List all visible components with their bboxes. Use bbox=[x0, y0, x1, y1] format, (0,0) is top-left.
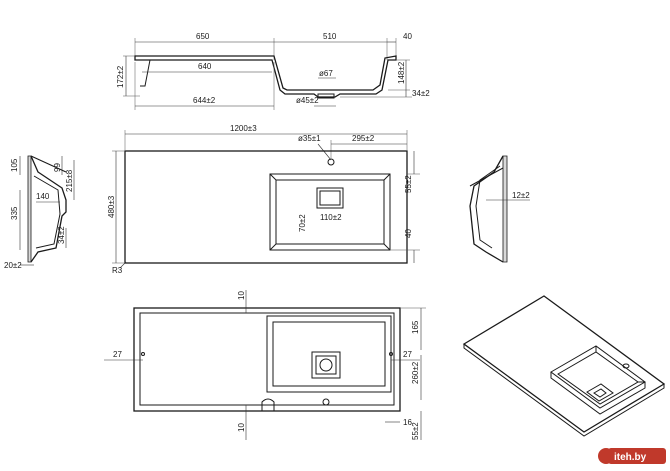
dim-40-plan: 40 bbox=[404, 229, 413, 238]
dim-1200: 1200±3 bbox=[230, 124, 257, 133]
dim-260: 260±2 bbox=[411, 361, 420, 384]
dim-40: 40 bbox=[403, 32, 412, 41]
plan-view: 1200±3 295±2 ø35±1 110±2 70±2 480±3 R3 5… bbox=[107, 124, 420, 275]
dim-16: 16 bbox=[403, 418, 412, 427]
dim-20: 20±2 bbox=[4, 261, 22, 270]
dim-34-top: 34±2 bbox=[412, 89, 430, 98]
dim-480: 480±3 bbox=[107, 195, 116, 218]
dim-105: 105 bbox=[10, 158, 19, 172]
dim-r3: R3 bbox=[112, 266, 123, 275]
dim-10-bottom: 10 bbox=[237, 423, 246, 432]
dim-34-left: 34±2 bbox=[57, 226, 66, 244]
dim-55-bottom: 55±2 bbox=[411, 422, 420, 440]
dim-110: 110±2 bbox=[320, 213, 342, 222]
dim-640: 640 bbox=[198, 62, 212, 71]
watermark-text: iteh.by bbox=[614, 452, 647, 463]
dim-510: 510 bbox=[323, 32, 337, 41]
dim-172: 172±2 bbox=[116, 65, 125, 88]
dim-99: 99 bbox=[53, 163, 62, 172]
bottom-view: 10 10 27 27 165 260±2 16 55±2 bbox=[104, 290, 426, 440]
top-elevation-view: 650 510 40 ø67 640 644±2 ø45±2 172±2 148… bbox=[116, 32, 430, 110]
dim-650: 650 bbox=[196, 32, 210, 41]
right-section-view: 12±2 bbox=[469, 155, 530, 263]
dim-335: 335 bbox=[10, 206, 19, 220]
left-section-view: 105 335 99 215±8 140 34±2 20±2 bbox=[4, 155, 75, 270]
dim-12: 12±2 bbox=[512, 191, 530, 200]
watermark: iteh.by bbox=[598, 448, 666, 464]
dim-295: 295±2 bbox=[352, 134, 375, 143]
dim-148: 148±2 bbox=[397, 61, 406, 84]
dim-10-top: 10 bbox=[237, 291, 246, 300]
dim-70: 70±2 bbox=[298, 214, 307, 232]
dim-d67: ø67 bbox=[319, 69, 333, 78]
dim-644: 644±2 bbox=[193, 96, 216, 105]
dim-d35: ø35±1 bbox=[298, 134, 321, 143]
isometric-view bbox=[462, 295, 666, 437]
dim-140: 140 bbox=[36, 192, 50, 201]
dim-d45: ø45±2 bbox=[296, 96, 319, 105]
dim-215: 215±8 bbox=[65, 169, 74, 192]
dim-27-right: 27 bbox=[403, 350, 412, 359]
dim-27-left: 27 bbox=[113, 350, 122, 359]
dim-165: 165 bbox=[411, 320, 420, 334]
dim-55-plan: 55±2 bbox=[404, 175, 413, 193]
